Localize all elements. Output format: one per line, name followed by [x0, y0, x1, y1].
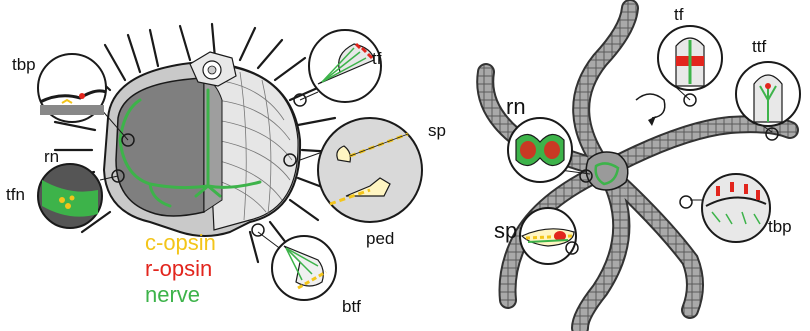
brittle-star-diagram: tf ttf rn sp tbp — [485, 5, 800, 328]
label-star-tbp: tbp — [768, 217, 792, 236]
label-star-rn: rn — [506, 94, 526, 119]
label-tf: tf — [372, 49, 382, 68]
legend: c-opsin r-opsin nerve — [145, 230, 216, 307]
legend-c-opsin: c-opsin — [145, 230, 216, 255]
label-tfn: tfn — [6, 185, 25, 204]
label-ped: ped — [366, 229, 394, 248]
label-tbp: tbp — [12, 55, 36, 74]
callout-sp-star — [520, 208, 578, 264]
legend-r-opsin: r-opsin — [145, 256, 212, 281]
callout-sp-ped — [284, 118, 422, 222]
label-sp: sp — [428, 121, 446, 140]
label-btf: btf — [342, 297, 361, 316]
motion-arrow — [636, 94, 665, 118]
callout-tbp-star — [680, 174, 770, 242]
sea-urchin-diagram: tbp tf rn sp tfn ped btf c-opsin r-opsin… — [6, 24, 446, 316]
label-star-tf: tf — [674, 5, 684, 24]
label-rn: rn — [44, 147, 59, 166]
label-star-sp: sp — [494, 218, 517, 243]
callout-tf-urchin — [294, 30, 381, 106]
callout-tf-star — [658, 26, 722, 106]
callout-btf — [252, 224, 336, 300]
legend-nerve: nerve — [145, 282, 200, 307]
urchin-interior — [116, 78, 204, 216]
label-star-ttf: ttf — [752, 37, 766, 56]
